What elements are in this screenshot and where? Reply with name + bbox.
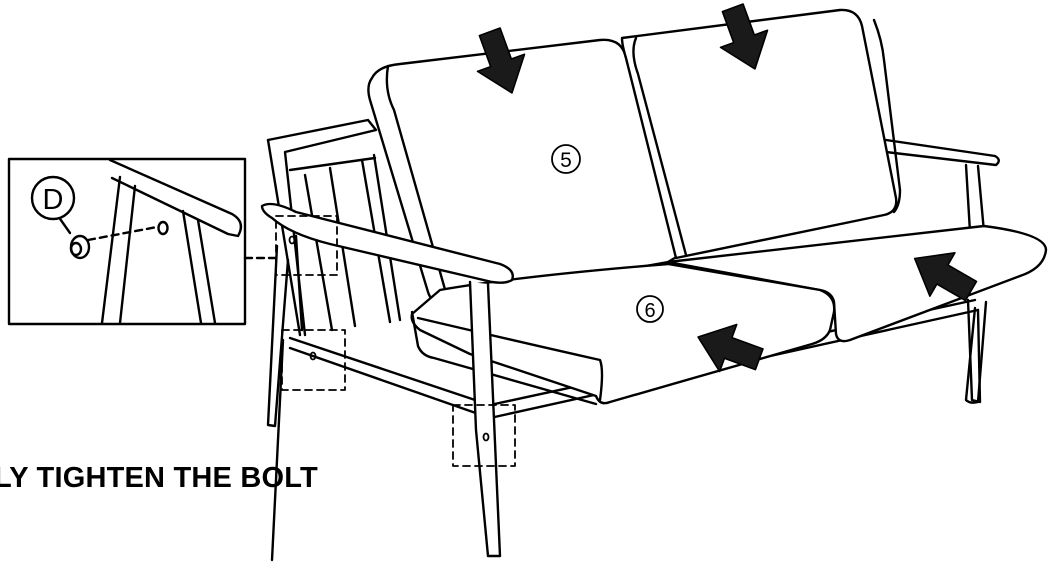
bolt-callout-arm	[275, 215, 338, 276]
back-cushion-left	[367, 38, 680, 304]
part-letter-d: D	[43, 184, 64, 216]
back-cushions	[367, 8, 902, 304]
bolt-callout-rail	[281, 329, 346, 391]
back-cushion-right	[620, 8, 898, 260]
svg-text:5: 5	[560, 149, 572, 172]
bolt-callout-leg	[452, 404, 516, 467]
bolt-icon	[69, 234, 91, 260]
part-letter-circle	[30, 175, 76, 221]
bolt-callouts	[275, 215, 516, 467]
part-5-label: 5	[551, 144, 581, 174]
svg-text:6: 6	[644, 300, 655, 322]
seat-cushion-left	[410, 262, 836, 405]
part-6-label: 6	[636, 295, 664, 323]
instruction-text: LY TIGHTEN THE BOLT	[0, 462, 318, 494]
detail-inset: D	[7, 157, 278, 326]
bolt-guide-line	[86, 225, 159, 242]
